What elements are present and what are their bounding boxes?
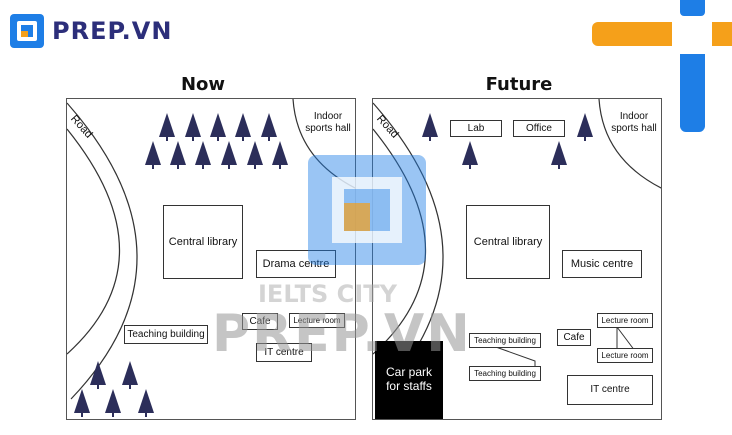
now-teaching-building: Teaching building: [124, 325, 208, 344]
future-central-library: Central library: [466, 205, 550, 279]
now-road-edge-inner: [67, 102, 138, 400]
now-map-drawing: [67, 99, 355, 417]
decor-blue-pillar: [680, 54, 705, 132]
future-cafe: Cafe: [557, 329, 591, 346]
tree-icon: [462, 141, 478, 169]
watermark-subtext: IELTS CITY: [258, 280, 397, 308]
now-cafe: Cafe: [242, 313, 278, 330]
future-lecture-link: [616, 326, 636, 352]
now-indoor-sports-hall-label: Indoor sports hall: [305, 111, 351, 134]
tree-icon: [74, 389, 90, 417]
decor-orange-bar: [592, 22, 672, 46]
future-it-centre: IT centre: [567, 375, 653, 405]
tree-icon: [145, 141, 161, 169]
future-teaching-building-2: Teaching building: [469, 366, 541, 381]
tree-icon: [122, 361, 138, 389]
tree-icon: [422, 113, 438, 141]
future-lecture-room-2: Lecture room: [597, 348, 653, 363]
tree-icon: [577, 113, 593, 141]
watermark-text: PREP.VN: [212, 304, 472, 364]
now-title: Now: [180, 74, 226, 95]
tree-icon: [185, 113, 201, 141]
watermark-logo-icon: [308, 155, 426, 265]
future-map: Road Indoor sports hall Lab Office Centr…: [372, 98, 662, 420]
brand: PREP.VN: [10, 14, 172, 48]
brand-name: PREP.VN: [52, 17, 173, 45]
now-central-library: Central library: [163, 205, 243, 279]
future-office: Office: [513, 120, 565, 137]
decor-blue-bar: [680, 0, 705, 16]
tree-icon: [551, 141, 567, 169]
future-title: Future: [485, 74, 553, 95]
future-trees: [422, 113, 593, 169]
tree-icon: [105, 389, 121, 417]
future-music-centre: Music centre: [562, 250, 642, 278]
tree-icon: [235, 113, 251, 141]
now-map: Road Indoor sports hall Central library …: [66, 98, 356, 420]
tree-icon: [90, 361, 106, 389]
future-car-park: Car park for staffs: [375, 341, 443, 419]
tree-icon: [138, 389, 154, 417]
tree-icon: [159, 113, 175, 141]
tree-icon: [221, 141, 237, 169]
now-trees-bottom: [74, 361, 154, 417]
future-road-edge-outer: [373, 128, 426, 355]
future-lecture-room-1: Lecture room: [597, 313, 653, 328]
future-car-park-label: Car park for staffs: [385, 365, 432, 393]
now-lecture-room: Lecture room: [289, 313, 345, 328]
now-trees-top: [145, 113, 288, 169]
prep-logo-icon: [10, 14, 44, 48]
future-indoor-sports-hall-label: Indoor sports hall: [611, 111, 657, 134]
future-teaching-building-1: Teaching building: [469, 333, 541, 348]
now-road-edge-outer: [67, 128, 120, 355]
tree-icon: [170, 141, 186, 169]
tree-icon: [195, 141, 211, 169]
tree-icon: [247, 141, 263, 169]
now-drama-centre: Drama centre: [256, 250, 336, 278]
future-lab: Lab: [450, 120, 502, 137]
tree-icon: [261, 113, 277, 141]
future-sports-hall-boundary: [598, 99, 661, 189]
tree-icon: [272, 141, 288, 169]
now-it-centre: IT centre: [256, 343, 312, 362]
decor-orange-block: [712, 22, 732, 46]
tree-icon: [210, 113, 226, 141]
